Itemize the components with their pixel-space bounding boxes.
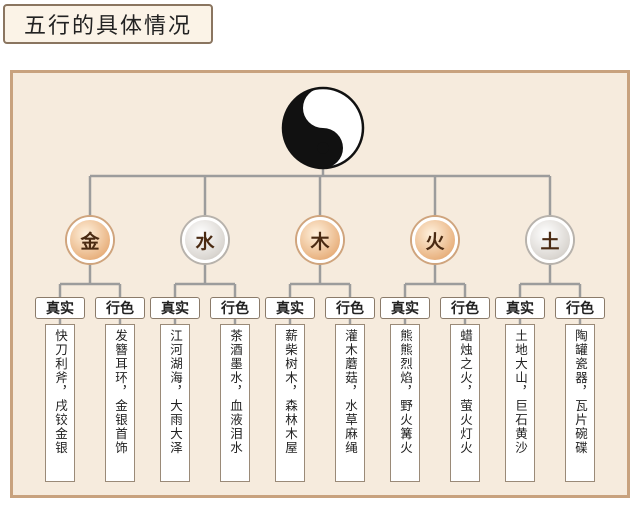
- color-text-box-3: 蜡烛之火，萤火灯火: [450, 324, 480, 482]
- element-circle-3: 火: [412, 217, 458, 263]
- yin-yang-icon: [281, 86, 365, 170]
- real-label-0: 真实: [35, 297, 85, 319]
- color-text-3: 蜡烛之火，萤火灯火: [458, 329, 473, 455]
- element-circle-2: 木: [297, 217, 343, 263]
- color-text-4: 陶罐瓷器，瓦片碗碟: [573, 329, 588, 455]
- page-title-text: 五行的具体情况: [23, 14, 192, 39]
- real-label-3: 真实: [380, 297, 430, 319]
- real-label-2: 真实: [265, 297, 315, 319]
- real-text-1: 江河湖海，大雨大泽: [168, 329, 183, 455]
- real-label-4: 真实: [495, 297, 545, 319]
- color-text-box-1: 茶酒墨水，血液泪水: [220, 324, 250, 482]
- color-text-1: 茶酒墨水，血液泪水: [228, 329, 243, 455]
- real-text-box-2: 薪柴树木，森林木屋: [275, 324, 305, 482]
- real-text-box-4: 土地大山，巨石黄沙: [505, 324, 535, 482]
- color-text-box-0: 发簪耳环，金银首饰: [105, 324, 135, 482]
- real-text-box-1: 江河湖海，大雨大泽: [160, 324, 190, 482]
- real-text-0: 快刀利斧，戌铰金银: [53, 329, 68, 455]
- color-label-2: 行色: [325, 297, 375, 319]
- page-title: 五行的具体情况: [3, 4, 213, 44]
- color-text-0: 发簪耳环，金银首饰: [113, 329, 128, 455]
- color-text-box-2: 灌木蘑菇，水草麻绳: [335, 324, 365, 482]
- real-label-1: 真实: [150, 297, 200, 319]
- real-text-2: 薪柴树木，森林木屋: [283, 329, 298, 455]
- real-text-box-3: 熊熊烈焰，野火篝火: [390, 324, 420, 482]
- color-label-3: 行色: [440, 297, 490, 319]
- element-circle-0: 金: [67, 217, 113, 263]
- element-circle-1: 水: [182, 217, 228, 263]
- color-label-1: 行色: [210, 297, 260, 319]
- color-label-0: 行色: [95, 297, 145, 319]
- real-text-box-0: 快刀利斧，戌铰金银: [45, 324, 75, 482]
- color-text-box-4: 陶罐瓷器，瓦片碗碟: [565, 324, 595, 482]
- element-circle-4: 土: [527, 217, 573, 263]
- real-text-4: 土地大山，巨石黄沙: [513, 329, 528, 455]
- color-label-4: 行色: [555, 297, 605, 319]
- color-text-2: 灌木蘑菇，水草麻绳: [343, 329, 358, 455]
- real-text-3: 熊熊烈焰，野火篝火: [398, 329, 413, 455]
